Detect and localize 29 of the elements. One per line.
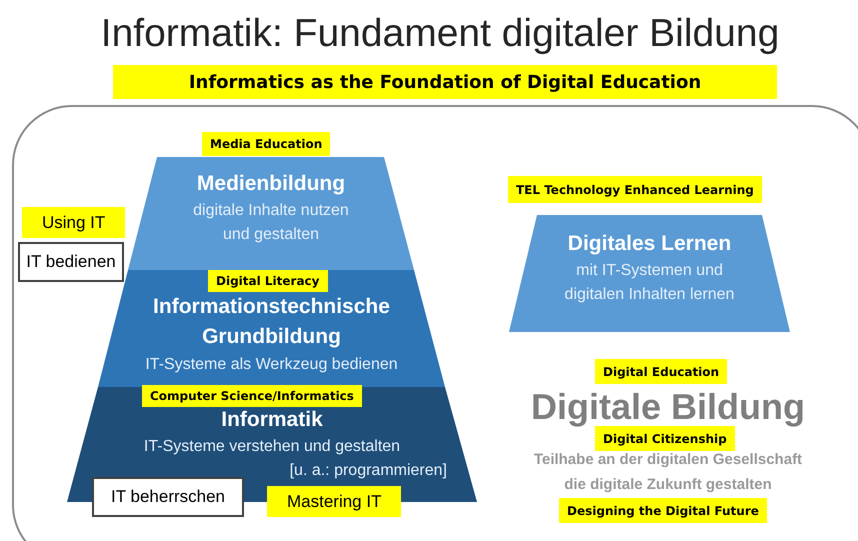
band-heading: Medienbildung bbox=[196, 171, 346, 197]
trapezoid-band bbox=[98, 270, 445, 387]
highlight-tag: Digital Literacy bbox=[208, 270, 328, 292]
band-heading: Informatik bbox=[221, 407, 323, 433]
body-text: Teilhabe an der digitalen Gesellschaft bbox=[532, 450, 804, 470]
trapezoid-band bbox=[509, 215, 790, 332]
title: Informatik: Fundament digitaler Bildung bbox=[100, 11, 780, 57]
highlight-tag: TEL Technology Enhanced Learning bbox=[508, 176, 762, 203]
trapezoid-band bbox=[128, 157, 414, 270]
band-text: IT-Systeme als Werkzeug bedienen bbox=[145, 354, 398, 375]
band-text: digitale Inhalte nutzen und gestalten bbox=[192, 201, 350, 245]
rounded-panel bbox=[12, 105, 858, 541]
highlight-tag: Digital Education bbox=[595, 359, 728, 384]
highlight-tag: Informatics as the Foundation of Digital Education bbox=[113, 65, 777, 99]
highlight-tag: Using IT bbox=[22, 207, 126, 238]
label-box: IT beherrschen bbox=[92, 477, 244, 517]
body-text: die digitale Zukunft gestalten bbox=[563, 475, 773, 495]
highlight-tag: Digital Citizenship bbox=[595, 426, 735, 451]
highlight-tag: Mastering IT bbox=[267, 486, 402, 517]
heading-text: Digitale Bildung bbox=[530, 385, 806, 429]
band-heading: Digitales Lernen bbox=[568, 231, 732, 257]
band-text: mit IT-Systemen und digitalen Inhalten lernen bbox=[564, 261, 735, 305]
highlight-tag: Media Education bbox=[202, 132, 330, 156]
band-heading: Informationstechnische Grundbildung bbox=[152, 294, 391, 350]
highlight-tag: Designing the Digital Future bbox=[559, 498, 767, 523]
band-text: [u. a.: programmieren] bbox=[290, 460, 447, 481]
label-box: IT bedienen bbox=[18, 242, 124, 282]
highlight-tag: Computer Science/Informatics bbox=[142, 385, 362, 407]
band-text: IT-Systeme verstehen und gestalten bbox=[144, 437, 400, 458]
